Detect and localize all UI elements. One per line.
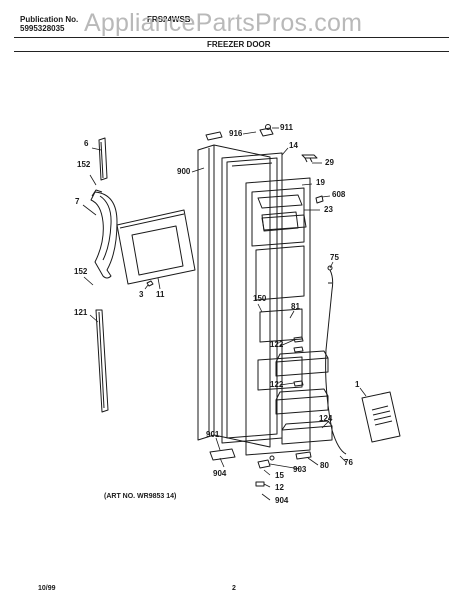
trim-strip-part xyxy=(95,309,109,413)
part-label-76: 76 xyxy=(344,458,353,467)
part-label-19: 19 xyxy=(316,178,325,187)
part-label-3: 3 xyxy=(139,290,144,299)
clip-part-29 xyxy=(301,154,318,163)
part-label-152-lower: 152 xyxy=(74,267,88,276)
bottom-hinge-part-901 xyxy=(209,448,236,461)
hinge-cover-part-916 xyxy=(205,131,223,141)
door-bin-lower-part-122 xyxy=(275,388,329,415)
part-label-900: 900 xyxy=(177,167,191,176)
hinge-part-911 xyxy=(259,124,274,137)
part-label-80: 80 xyxy=(320,461,329,470)
leader-lines xyxy=(82,127,367,501)
header-rule-bottom xyxy=(14,51,449,52)
dispenser-housing-part xyxy=(257,194,303,232)
door-bin-bottom-part-124 xyxy=(281,420,333,445)
part-label-124: 124 xyxy=(319,414,333,423)
part-label-12: 12 xyxy=(275,483,284,492)
part-label-904-right: 904 xyxy=(275,496,289,505)
part-label-29: 29 xyxy=(325,158,334,167)
watermark: AppliancePartsPros.com xyxy=(84,9,363,37)
part-label-150: 150 xyxy=(253,294,267,303)
part-label-122-lower: 122 xyxy=(270,380,284,389)
part-label-7: 7 xyxy=(75,197,80,206)
part-label-15: 15 xyxy=(275,471,284,480)
publication-label: Publication No. xyxy=(20,15,79,24)
bin-support-clips xyxy=(293,336,304,387)
literature-pack-part-1 xyxy=(361,391,401,443)
part-label-122-upper: 122 xyxy=(270,340,284,349)
part-label-901: 901 xyxy=(206,430,220,439)
art-number: (ART NO. WR9853 14) xyxy=(104,493,177,500)
part-label-121: 121 xyxy=(74,308,88,317)
part-label-903: 903 xyxy=(293,465,307,474)
part-label-1: 1 xyxy=(355,380,360,389)
door-bin-upper-part-122 xyxy=(275,350,329,377)
part-label-152-upper: 152 xyxy=(77,160,91,169)
lower-hardware-parts xyxy=(255,451,312,487)
header-rule-top xyxy=(14,37,449,38)
door-panel-frame-part xyxy=(116,209,196,285)
screw-part-3 xyxy=(146,280,154,287)
page-number: 2 xyxy=(232,585,236,592)
part-label-75: 75 xyxy=(330,253,339,262)
part-label-904-left: 904 xyxy=(213,469,227,478)
handle-cap-part xyxy=(98,137,108,181)
part-label-911: 911 xyxy=(280,123,293,132)
part-label-81: 81 xyxy=(291,302,300,311)
part-label-14: 14 xyxy=(289,141,298,150)
part-label-608: 608 xyxy=(332,190,346,199)
part-label-23: 23 xyxy=(324,205,333,214)
section-title: FREEZER DOOR xyxy=(207,40,271,49)
wire-harness-part-76 xyxy=(325,265,347,455)
handle-part xyxy=(90,189,118,279)
bracket-part-608 xyxy=(315,195,324,204)
publication-number: 5995328035 xyxy=(20,24,65,33)
upper-shelf-part-23 xyxy=(261,214,307,231)
door-outer-shell-part xyxy=(197,144,271,448)
part-label-11: 11 xyxy=(156,290,165,299)
part-label-916: 916 xyxy=(229,129,243,138)
model-number: FRS24WSB xyxy=(147,15,191,24)
footer-date: 10/99 xyxy=(38,585,56,592)
part-label-6: 6 xyxy=(84,139,89,148)
